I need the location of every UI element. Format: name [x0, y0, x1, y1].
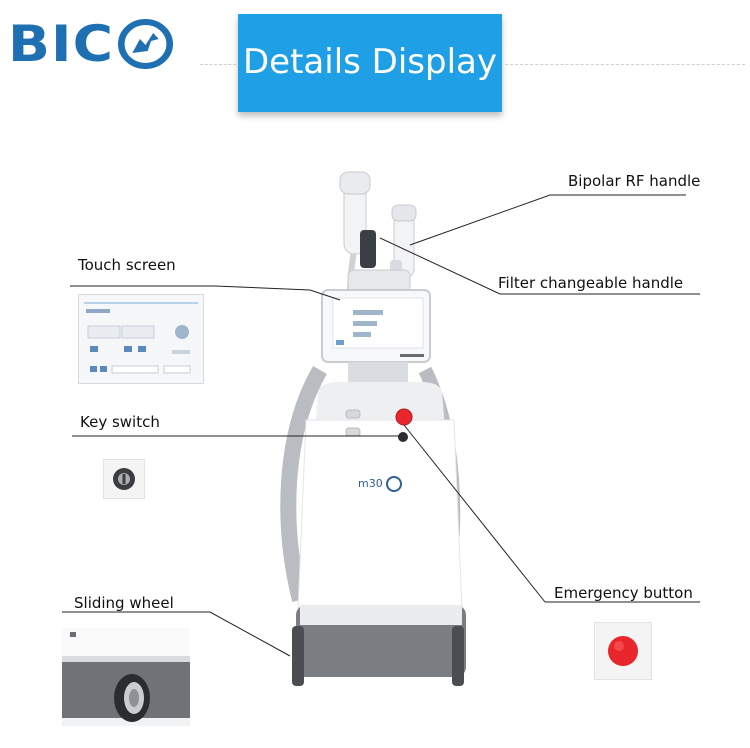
logo-letters: BIC: [8, 15, 115, 73]
brand-logo: BIC: [8, 14, 174, 74]
sliding-wheel-closeup: [62, 628, 190, 726]
label-filter-handle: Filter changeable handle: [498, 274, 684, 292]
label-bipolar-rf-handle: Bipolar RF handle: [568, 172, 701, 190]
title-divider-left: [200, 64, 236, 65]
left-wheel: [292, 626, 304, 686]
left-hose: [280, 365, 327, 602]
key-switch-closeup: [103, 459, 145, 499]
logo-emblem-icon: [118, 19, 174, 69]
right-wheel: [452, 626, 464, 686]
filter-handle: [339, 171, 376, 268]
label-key-switch: Key switch: [80, 413, 160, 431]
title-divider-right: [505, 64, 745, 65]
page-title: Details Display: [242, 42, 497, 82]
label-touch-screen: Touch screen: [78, 256, 176, 274]
device-brand-label: m30: [358, 477, 383, 490]
device-emergency-button: [395, 408, 413, 426]
device-touch-screen: [321, 289, 431, 363]
device-key-switch: [398, 432, 408, 442]
title-banner: Details Display: [238, 14, 502, 112]
label-emergency-button: Emergency button: [554, 584, 693, 602]
label-sliding-wheel: Sliding wheel: [74, 594, 174, 612]
touch-screen-closeup: [78, 294, 204, 384]
leader-lines: [62, 194, 700, 657]
emergency-button-closeup: [594, 622, 652, 680]
device-body: m30: [296, 382, 466, 677]
